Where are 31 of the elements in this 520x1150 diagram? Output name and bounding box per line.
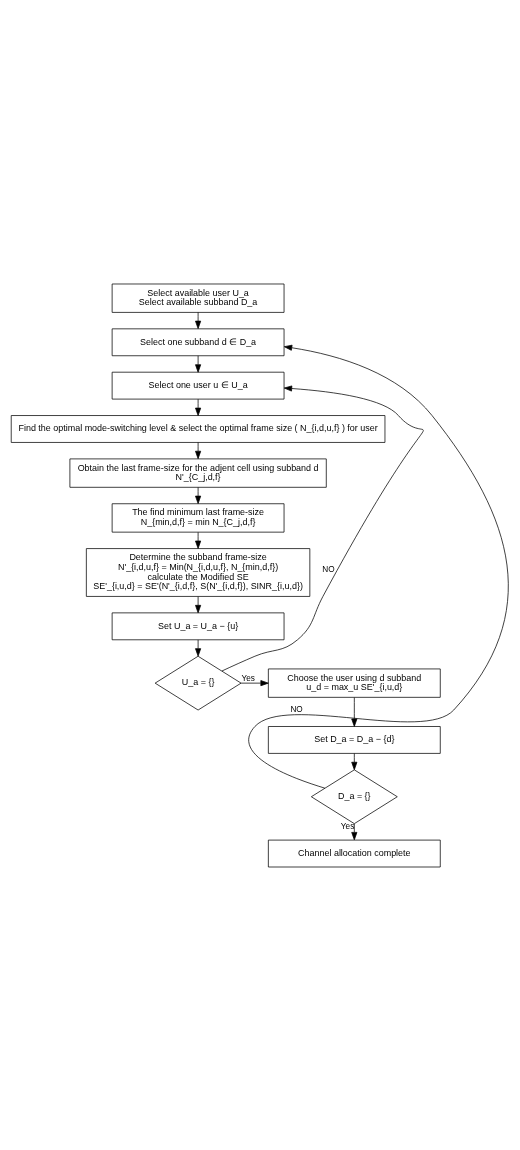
node-diamond: D_a = {} (310, 768, 398, 824)
arrow (195, 398, 202, 416)
edge-label: Yes (241, 673, 255, 683)
node-box: The find minimum last frame-size N_{min,d,f} = min N_{C_j,d,f} (111, 502, 285, 533)
node-box: Choose the user using d subband u_d = max_u SE'_{i,u,d} (268, 668, 441, 698)
node-box: Select one subband d ∈ D_a (111, 327, 285, 356)
arrow (195, 639, 202, 656)
node-diamond: U_a = {} (154, 655, 242, 710)
arrow (195, 354, 202, 373)
edge-label: Yes (340, 821, 355, 831)
node-box: Set D_a = D_a − {d} (268, 725, 441, 754)
node-box: Set U_a = U_a − {u} (111, 612, 285, 640)
arrow (195, 311, 202, 329)
arrow (195, 486, 202, 504)
node-box: Find the optimal mode-switching level & select the optimal frame size ( N_{i,d,u,f} ) for user (10, 414, 386, 443)
arrow (195, 441, 202, 459)
node-box: Obtain the last frame-size for the adjent cell using subband d N'_{C_j,d,f} (69, 458, 327, 488)
node-box: Channel allocation complete (268, 839, 441, 867)
node-box: Select one user u ∈ U_a (111, 371, 285, 399)
node-box: Determine the subband frame-size N'_{i,d,u,f} = Min(N_{i,d,u,f}, N_{min,d,f}) calculate the Modified SE SE'_{i,u,d} = SE'(N'_{i,d,f}, S(N'_{i,d,f}), SINR_{i,u,d}) (85, 547, 311, 597)
edge-label: NO (290, 704, 303, 714)
edge-label: NO (322, 564, 335, 574)
arrow (195, 531, 202, 549)
node-box: Select available user U_a Select available subband D_a (111, 283, 285, 313)
arrow (351, 823, 358, 840)
arrow (195, 595, 202, 613)
arrow (248, 344, 509, 789)
arrow (351, 696, 358, 727)
arrow (221, 385, 424, 671)
arrow (351, 752, 358, 770)
arrow (240, 679, 269, 686)
